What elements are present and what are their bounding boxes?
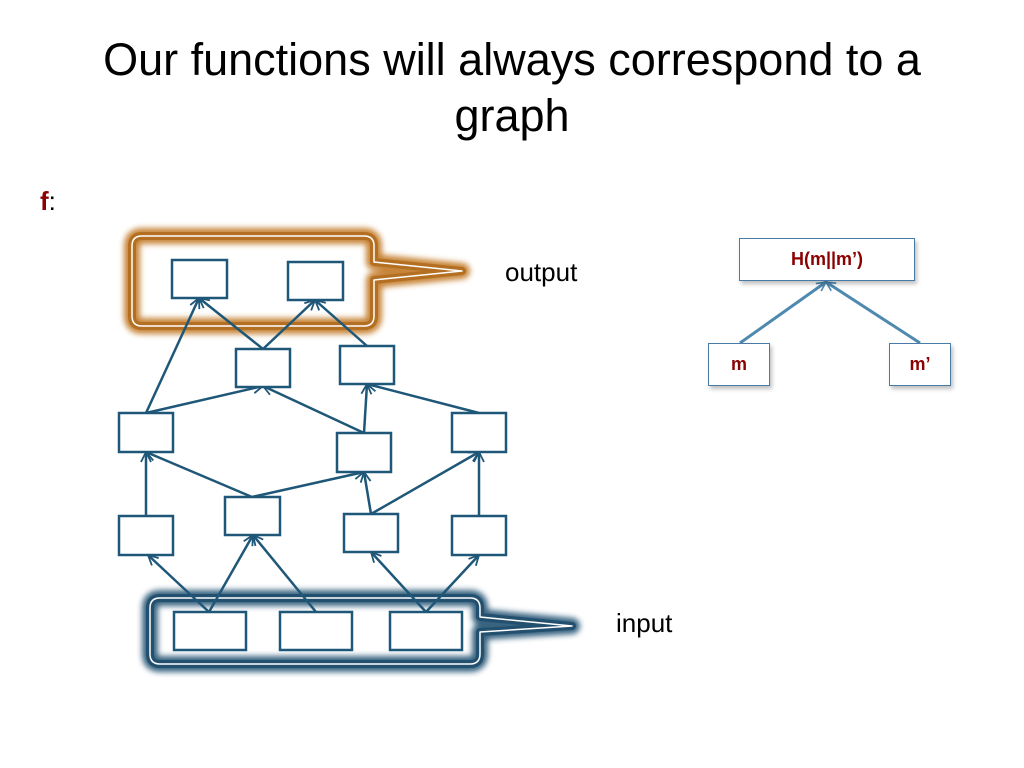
edge xyxy=(148,555,210,613)
tree-edge-right xyxy=(826,280,921,345)
function-name: f xyxy=(40,186,49,216)
edge xyxy=(315,300,368,347)
edge xyxy=(263,386,365,435)
edge xyxy=(262,300,315,350)
input-highlight-callout xyxy=(142,590,580,672)
input-node-1 xyxy=(172,610,248,652)
hash-root-node: H(m||m’) xyxy=(739,238,915,281)
edge xyxy=(145,386,263,415)
hash-tree-edges xyxy=(739,280,921,345)
edge xyxy=(364,384,367,434)
edge xyxy=(253,535,317,613)
edge xyxy=(425,555,479,613)
graph-node xyxy=(223,495,282,537)
graph-node xyxy=(117,514,175,557)
graph-node xyxy=(342,512,400,554)
graph-node xyxy=(335,431,393,474)
input-node-2 xyxy=(278,610,354,652)
output-label: output xyxy=(505,257,578,287)
function-label: f: xyxy=(40,186,56,217)
edge xyxy=(207,535,255,613)
output-highlight-callout xyxy=(124,228,470,334)
slide-title: Our functions will always correspond to … xyxy=(103,34,921,141)
edge xyxy=(251,472,364,499)
edge xyxy=(146,452,253,499)
edge xyxy=(144,298,199,414)
function-colon: : xyxy=(48,186,56,216)
output-node-1 xyxy=(170,258,229,300)
edge xyxy=(364,472,373,515)
graph-node xyxy=(450,514,508,557)
graph-node xyxy=(234,347,292,389)
graph-node xyxy=(338,344,396,386)
graph-edges xyxy=(144,298,480,613)
edge xyxy=(370,450,479,516)
graph-node xyxy=(117,411,175,454)
hash-left-child-node: m xyxy=(708,343,770,386)
input-node-3 xyxy=(388,610,464,652)
graph-nodes xyxy=(117,258,508,652)
graph-node xyxy=(450,411,508,454)
edge xyxy=(371,552,427,613)
tree-edge-left xyxy=(739,280,826,345)
edge xyxy=(367,384,480,415)
edge xyxy=(199,298,264,350)
input-label: input xyxy=(616,608,673,638)
output-node-2 xyxy=(286,260,345,302)
hash-right-child-node: m’ xyxy=(889,343,951,386)
